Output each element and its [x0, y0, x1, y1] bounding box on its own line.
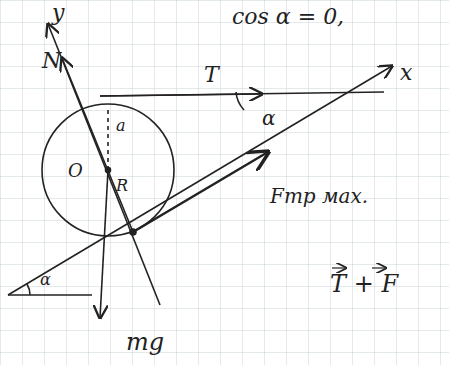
friction-force	[133, 152, 268, 232]
vector-mark	[372, 267, 386, 268]
note-text: cos α = 0,	[232, 6, 344, 28]
gravity-force	[100, 170, 108, 318]
ground-line	[8, 294, 92, 296]
force-label: Fтр мах.	[270, 186, 368, 206]
angle-arc	[27, 284, 30, 295]
force-label: T	[204, 64, 219, 86]
tension-line	[100, 92, 384, 96]
tension-arrow	[100, 94, 262, 96]
vector-sum: T + F	[330, 272, 398, 296]
angle-arc	[236, 92, 244, 110]
contact-dot	[130, 229, 136, 235]
point-label: a	[116, 118, 126, 134]
axis-label: y	[52, 2, 64, 24]
radius-label: R	[116, 178, 128, 194]
radius-dashed	[107, 106, 109, 170]
axis-label: x	[400, 62, 412, 84]
force-label: N	[42, 50, 61, 72]
normal-force	[62, 58, 133, 232]
angle-label: α	[40, 272, 51, 288]
vector-mark	[332, 267, 346, 268]
center-dot	[106, 168, 111, 173]
point-label: O	[68, 162, 83, 180]
force-label: mg	[126, 330, 164, 354]
incline-x-axis	[8, 66, 392, 295]
ball	[42, 104, 174, 236]
y-axis	[48, 24, 160, 305]
angle-label: α	[262, 108, 276, 128]
